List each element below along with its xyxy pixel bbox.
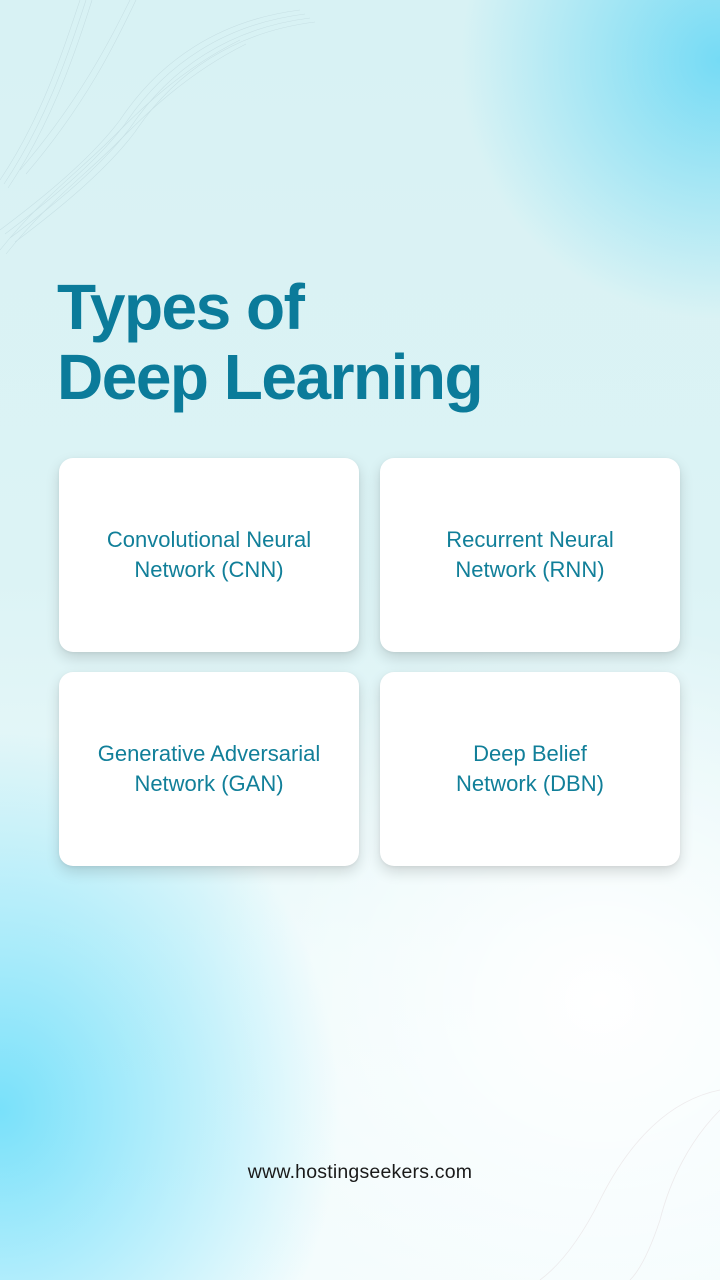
card-label-line-1: Recurrent Neural <box>446 527 614 552</box>
card-gan[interactable]: Generative Adversarial Network (GAN) <box>59 672 359 866</box>
card-cnn[interactable]: Convolutional Neural Network (CNN) <box>59 458 359 652</box>
title-line-1: Types of <box>57 271 305 343</box>
card-label-line-1: Convolutional Neural <box>106 527 312 552</box>
footer-website-link[interactable]: www.hostingseekers.com <box>247 1161 473 1183</box>
card-label: Deep Belief Network (DBN) <box>442 739 618 799</box>
card-dbn[interactable]: Deep Belief Network (DBN) <box>380 672 680 866</box>
decorative-wave-lines-top-left <box>0 0 316 255</box>
card-label-line-1: Generative Adversarial <box>97 741 321 766</box>
card-label-line-2: Network (DBN) <box>456 771 604 796</box>
card-label: Generative Adversarial Network (GAN) <box>84 739 335 799</box>
card-label-line-1: Deep Belief <box>473 741 587 766</box>
card-label-line-2: Network (CNN) <box>134 557 284 582</box>
decorative-wave-lines-bottom-right <box>539 1089 720 1280</box>
card-label: Convolutional Neural Network (CNN) <box>93 525 325 585</box>
card-rnn[interactable]: Recurrent Neural Network (RNN) <box>380 458 680 652</box>
card-label: Recurrent Neural Network (RNN) <box>432 525 628 585</box>
card-label-line-2: Network (RNN) <box>455 557 605 582</box>
deep-learning-types-grid: Convolutional Neural Network (CNN) Recur… <box>59 458 680 866</box>
page-title: Types of Deep Learning <box>57 271 484 413</box>
title-line-2: Deep Learning <box>57 341 484 413</box>
card-label-line-2: Network (GAN) <box>134 771 284 796</box>
